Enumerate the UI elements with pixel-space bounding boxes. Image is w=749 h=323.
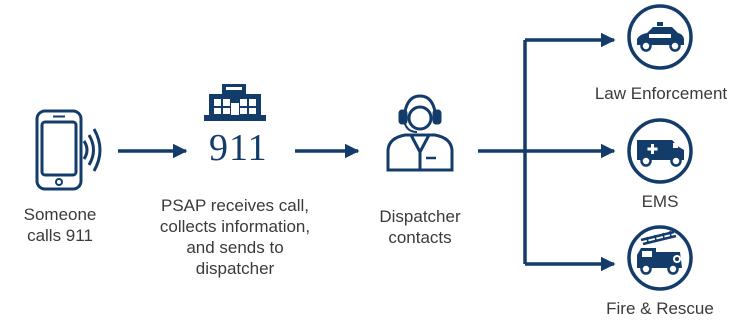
dispatcher-label-line-2: contacts — [388, 228, 452, 247]
smartphone-signal-icon — [35, 109, 102, 191]
law-enforcement-label: Law Enforcement — [594, 84, 728, 103]
psap-label-line-3: and sends to — [186, 238, 284, 257]
dispatcher-label-line-1: Dispatcher — [379, 207, 461, 226]
psap-label-line-2: collects information, — [159, 217, 311, 236]
fire-rescue-label: Fire & Rescue — [606, 299, 714, 318]
caller-label-line-1: Someone — [23, 205, 97, 224]
psap-911-number: 911 — [209, 127, 268, 169]
caller-label: Someone calls 911 — [4, 204, 116, 246]
psap-label-line-4: dispatcher — [195, 259, 275, 278]
fire-truck-icon — [627, 225, 693, 291]
ems-label: EMS — [641, 192, 679, 211]
psap-label: PSAP receives call, collects information… — [150, 195, 320, 279]
police-car-icon — [627, 4, 693, 70]
dispatcher-headset-icon — [386, 94, 454, 172]
ambulance-icon — [627, 118, 693, 184]
psap-label-line-1: PSAP receives call, — [160, 196, 310, 215]
dispatcher-label: Dispatcher contacts — [360, 206, 480, 248]
caller-label-line-2: calls 911 — [27, 226, 93, 245]
building-icon — [204, 84, 266, 121]
branch-connector — [478, 32, 616, 272]
